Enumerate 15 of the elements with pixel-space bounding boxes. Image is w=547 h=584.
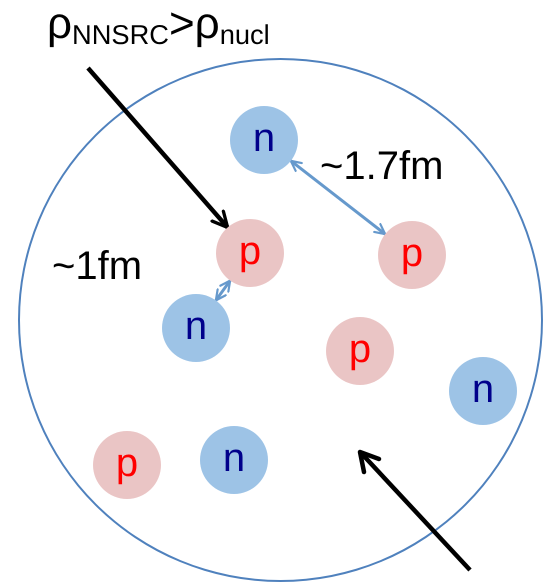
- neutron-circle: n: [230, 106, 298, 174]
- proton-circle: p: [93, 431, 161, 499]
- neutron-circle: n: [162, 294, 230, 362]
- edge-label: ~1fm: [52, 246, 142, 286]
- proton-circle: p: [326, 317, 394, 385]
- arrow: [214, 280, 232, 302]
- proton-circle: p: [378, 221, 446, 289]
- nucleus-circle: [18, 58, 543, 582]
- density-label: ρ$_{NNSRC}$>ρ$_{nucl}$: [47, 0, 270, 50]
- edge-label: ~1.7fm: [320, 146, 444, 186]
- arrow: [86, 66, 230, 230]
- neutron-circle: n: [200, 426, 268, 494]
- proton-circle: p: [216, 219, 284, 287]
- arrow: [290, 160, 386, 236]
- neutron-circle: n: [449, 357, 517, 425]
